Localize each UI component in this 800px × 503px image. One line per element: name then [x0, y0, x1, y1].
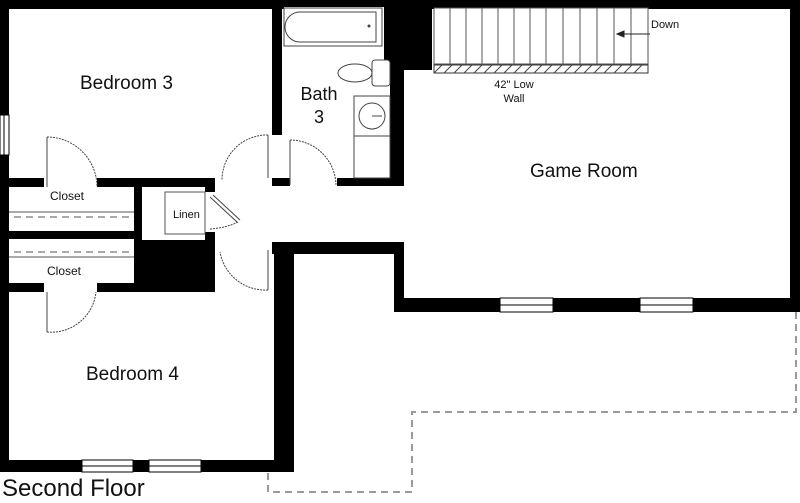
bath-label-line2: 3 — [313, 107, 324, 127]
room-label-bedroom-3: Bedroom 3 — [80, 73, 173, 94]
low-wall-line1: 42" Low — [494, 79, 534, 91]
bath-label-line1: Bath — [300, 84, 338, 104]
room-label-closet-upper: Closet — [50, 189, 85, 203]
room-label-bath-3: Bath 3 — [296, 83, 342, 129]
closet-shelves — [9, 211, 134, 258]
door-swings — [46, 134, 337, 333]
room-label-linen: Linen — [173, 209, 200, 221]
toilet-icon — [337, 59, 391, 87]
windows — [0, 114, 694, 473]
down-arrow-icon — [615, 30, 650, 38]
low-wall-label: 42" Low Wall — [484, 78, 544, 106]
dashed-outline — [267, 312, 797, 493]
stairs-down-label: Down — [651, 19, 680, 31]
walls — [0, 0, 800, 472]
low-wall-line2: Wall — [503, 93, 525, 105]
room-label-bedroom-4: Bedroom 4 — [86, 364, 179, 385]
floor-title: Second Floor — [2, 475, 145, 502]
room-label-game-room: Game Room — [530, 161, 638, 182]
stairs — [433, 7, 649, 74]
bathtub-icon — [283, 7, 383, 47]
linen-shelves — [164, 191, 206, 235]
vanity-sink-icon — [353, 95, 391, 179]
room-label-closet-lower: Closet — [47, 264, 82, 278]
